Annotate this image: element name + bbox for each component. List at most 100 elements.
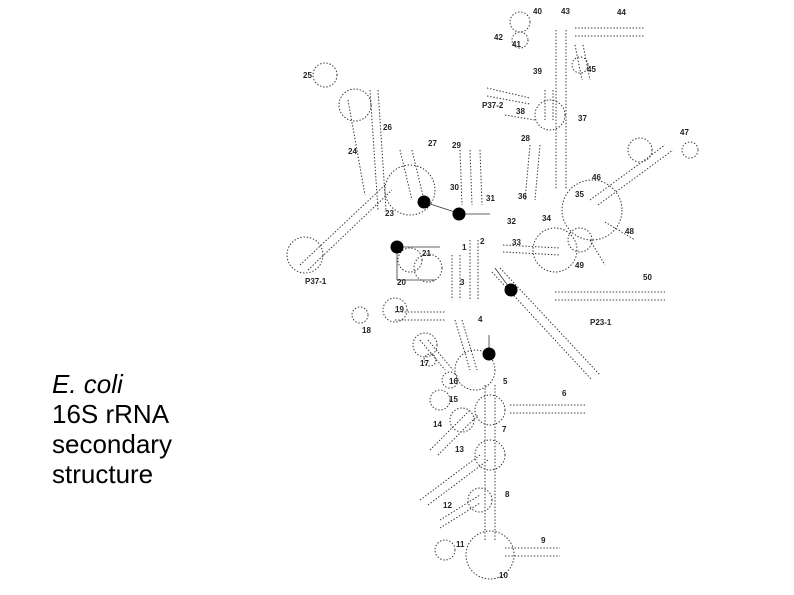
- rna-loop: [441, 371, 459, 389]
- helix-label: 45: [587, 65, 596, 74]
- rna-loop: [351, 306, 369, 324]
- rna-strand-segment: [377, 89, 387, 211]
- helix-label: 15: [449, 395, 458, 404]
- rna-strand-layer: [286, 11, 699, 580]
- rna-loop: [465, 530, 515, 580]
- helix-label: 34: [542, 214, 551, 223]
- helix-label: 11: [456, 540, 465, 549]
- figure-caption: E. coli 16S rRNA secondary structure: [52, 369, 172, 489]
- rna-loop: [449, 407, 475, 433]
- helix-label: 20: [397, 278, 406, 287]
- rna-strand-segment: [469, 149, 473, 206]
- helix-label: 50: [643, 273, 652, 282]
- helix-label: 13: [455, 445, 464, 454]
- helix-label: 31: [486, 194, 495, 203]
- helix-label: 3: [460, 278, 465, 287]
- rna-strand-segment: [502, 251, 561, 256]
- helix-label: 42: [494, 33, 503, 42]
- helix-label: 25: [303, 71, 312, 80]
- caption-molecule: 16S rRNA: [52, 399, 170, 429]
- rna-strand-segment: [307, 189, 393, 271]
- helix-label: 37: [578, 114, 587, 123]
- helix-label: 30: [450, 183, 459, 192]
- rna-strand-segment: [597, 149, 674, 206]
- rna-loop: [423, 353, 437, 367]
- domain-marker-layer: [390, 195, 518, 361]
- helix-label: 14: [433, 420, 442, 429]
- helix-label: P37-1: [305, 277, 327, 286]
- helix-label: 7: [502, 425, 507, 434]
- helix-label: 44: [617, 8, 626, 17]
- helix-label: 24: [348, 147, 357, 156]
- helix-label: P37-2: [482, 101, 504, 110]
- rna-strand-segment: [524, 144, 531, 201]
- helix-label: 43: [561, 7, 570, 16]
- helix-label: 35: [575, 190, 584, 199]
- helix-label: 2: [480, 237, 485, 246]
- rna-strand-segment: [479, 149, 483, 206]
- helix-label: 12: [443, 501, 452, 510]
- caption-structure: structure: [52, 459, 154, 489]
- rna-strand-segment: [369, 89, 379, 211]
- helix-label: 29: [452, 141, 461, 150]
- rna-strand-segment: [429, 409, 471, 451]
- rna-loop: [413, 253, 443, 283]
- rna-strand-segment: [419, 454, 481, 501]
- rna-strand-segment: [427, 339, 454, 371]
- rna-loop: [412, 332, 438, 358]
- rna-strand-segment: [491, 271, 593, 381]
- helix-label: 19: [395, 305, 404, 314]
- caption-organism: E. coli: [52, 369, 123, 399]
- rna-loop: [382, 297, 408, 323]
- rna-loop: [429, 389, 451, 411]
- helix-label: 36: [518, 192, 527, 201]
- rna-loop: [286, 236, 324, 274]
- domain-marker-dot: [417, 195, 431, 209]
- rna-loop: [571, 56, 589, 74]
- helix-label: 46: [592, 173, 601, 182]
- helix-label: 27: [428, 139, 437, 148]
- rna-strand-segment: [604, 221, 636, 241]
- helix-label: 8: [505, 490, 510, 499]
- rna-strand-segment: [486, 95, 531, 105]
- helix-label: P23-1: [590, 318, 612, 327]
- rna-loop: [434, 539, 456, 561]
- domain-marker-dot: [390, 240, 404, 254]
- rna-loop: [474, 394, 506, 426]
- rna-loop: [681, 141, 699, 159]
- rna-strand-segment: [499, 267, 601, 376]
- rna-loop: [532, 227, 578, 273]
- rna-strand-segment: [486, 87, 531, 99]
- helix-label: 18: [362, 326, 371, 335]
- helix-label: 9: [541, 536, 546, 545]
- helix-label: 10: [499, 571, 508, 580]
- rna-strand-segment: [299, 184, 386, 266]
- rna-strand-segment: [589, 144, 666, 201]
- helix-label: 23: [385, 209, 394, 218]
- helix-label: 26: [383, 123, 392, 132]
- rna-loop: [312, 62, 338, 88]
- rna-strand-segment: [589, 239, 606, 266]
- helix-label: 41: [512, 40, 521, 49]
- rna-strand-segment: [439, 502, 481, 529]
- helix-label: 5: [503, 377, 508, 386]
- caption-secondary: secondary: [52, 429, 172, 459]
- helix-label: 49: [575, 261, 584, 270]
- rna-strand-segment: [411, 149, 425, 201]
- rna-loop: [338, 88, 372, 122]
- rna-strand-segment: [419, 339, 446, 371]
- helix-label: 16: [449, 377, 458, 386]
- rna-strand-segment: [582, 44, 591, 81]
- rna-loop: [567, 227, 593, 253]
- rna-loop: [627, 137, 653, 163]
- rna-strand-segment: [399, 149, 413, 201]
- helix-label: 38: [516, 107, 525, 116]
- helix-label-layer: 1234567891011121314151617181920212324252…: [303, 7, 689, 580]
- rna-strand-segment: [427, 459, 489, 506]
- helix-label: 48: [625, 227, 634, 236]
- rna-loop: [534, 99, 566, 131]
- helix-label: 17: [420, 359, 429, 368]
- helix-label: 32: [507, 217, 516, 226]
- helix-label: 47: [680, 128, 689, 137]
